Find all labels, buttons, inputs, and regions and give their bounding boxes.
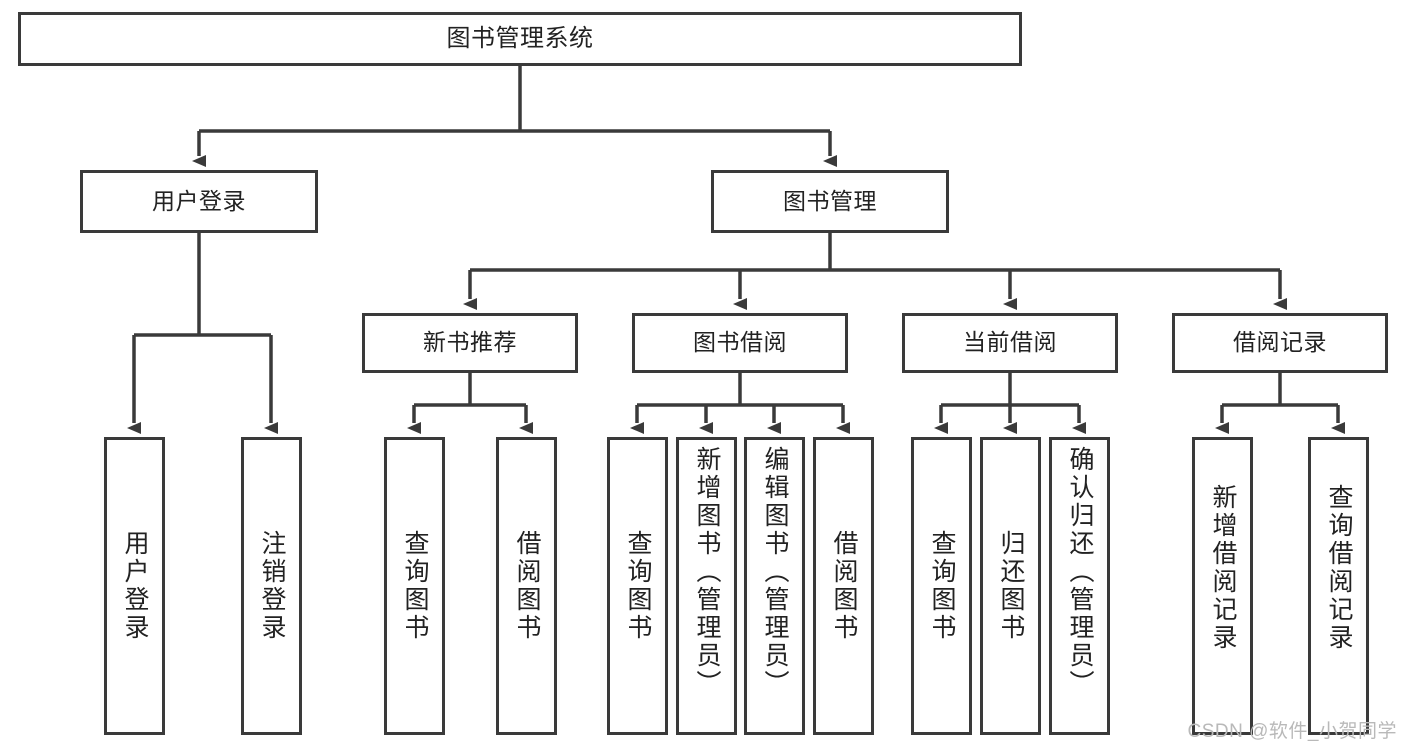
leaf-user-login-logout[interactable]: 注销登录 <box>241 437 302 735</box>
node-book-borrow[interactable]: 图书借阅 <box>632 313 848 373</box>
node-label: 新书推荐 <box>423 329 517 356</box>
node-label: 图书管理 <box>783 187 877 214</box>
leaf-borrow-record-add[interactable]: 新增借阅记录 <box>1192 437 1253 735</box>
node-root-system[interactable]: 图书管理系统 <box>18 12 1022 66</box>
node-label: 图书借阅 <box>693 329 787 356</box>
leaf-new-book-borrow[interactable]: 借阅图书 <box>496 437 557 735</box>
leaf-current-borrow-return[interactable]: 归还图书 <box>980 437 1041 735</box>
node-label: 查询图书 <box>401 530 429 642</box>
leaf-book-borrow-query[interactable]: 查询图书 <box>607 437 668 735</box>
leaf-borrow-record-query[interactable]: 查询借阅记录 <box>1308 437 1369 735</box>
leaf-book-borrow-edit[interactable]: 编辑图书（管理员） <box>744 437 805 735</box>
leaf-book-borrow-add[interactable]: 新增图书（管理员） <box>676 437 737 735</box>
node-label: 查询图书 <box>928 530 956 642</box>
leaf-current-borrow-confirm-return[interactable]: 确认归还（管理员） <box>1049 437 1110 735</box>
node-label: 用户登录 <box>121 530 149 642</box>
leaf-book-borrow-borrow[interactable]: 借阅图书 <box>813 437 874 735</box>
node-label: 新增图书（管理员） <box>693 446 721 698</box>
node-label: 确认归还（管理员） <box>1066 446 1094 698</box>
node-book-management[interactable]: 图书管理 <box>711 170 949 233</box>
node-label: 图书管理系统 <box>446 24 594 52</box>
leaf-current-borrow-query[interactable]: 查询图书 <box>911 437 972 735</box>
node-label: 新增借阅记录 <box>1209 484 1237 652</box>
node-label: 归还图书 <box>997 530 1025 642</box>
node-borrow-record[interactable]: 借阅记录 <box>1172 313 1388 373</box>
node-label: 借阅图书 <box>513 530 541 642</box>
node-label: 注销登录 <box>258 530 286 642</box>
leaf-user-login-login[interactable]: 用户登录 <box>104 437 165 735</box>
node-user-login[interactable]: 用户登录 <box>80 170 318 233</box>
node-label: 当前借阅 <box>963 329 1057 356</box>
leaf-new-book-query[interactable]: 查询图书 <box>384 437 445 735</box>
node-label: 查询借阅记录 <box>1325 484 1353 652</box>
node-label: 用户登录 <box>152 187 246 214</box>
node-new-book-recommend[interactable]: 新书推荐 <box>362 313 578 373</box>
watermark-credit: CSDN @软件_小贺同学 <box>1187 721 1397 742</box>
node-label: 编辑图书（管理员） <box>761 446 789 698</box>
node-current-borrow[interactable]: 当前借阅 <box>902 313 1118 373</box>
node-label: 借阅图书 <box>830 530 858 642</box>
node-label: 借阅记录 <box>1233 329 1327 356</box>
node-label: 查询图书 <box>624 530 652 642</box>
